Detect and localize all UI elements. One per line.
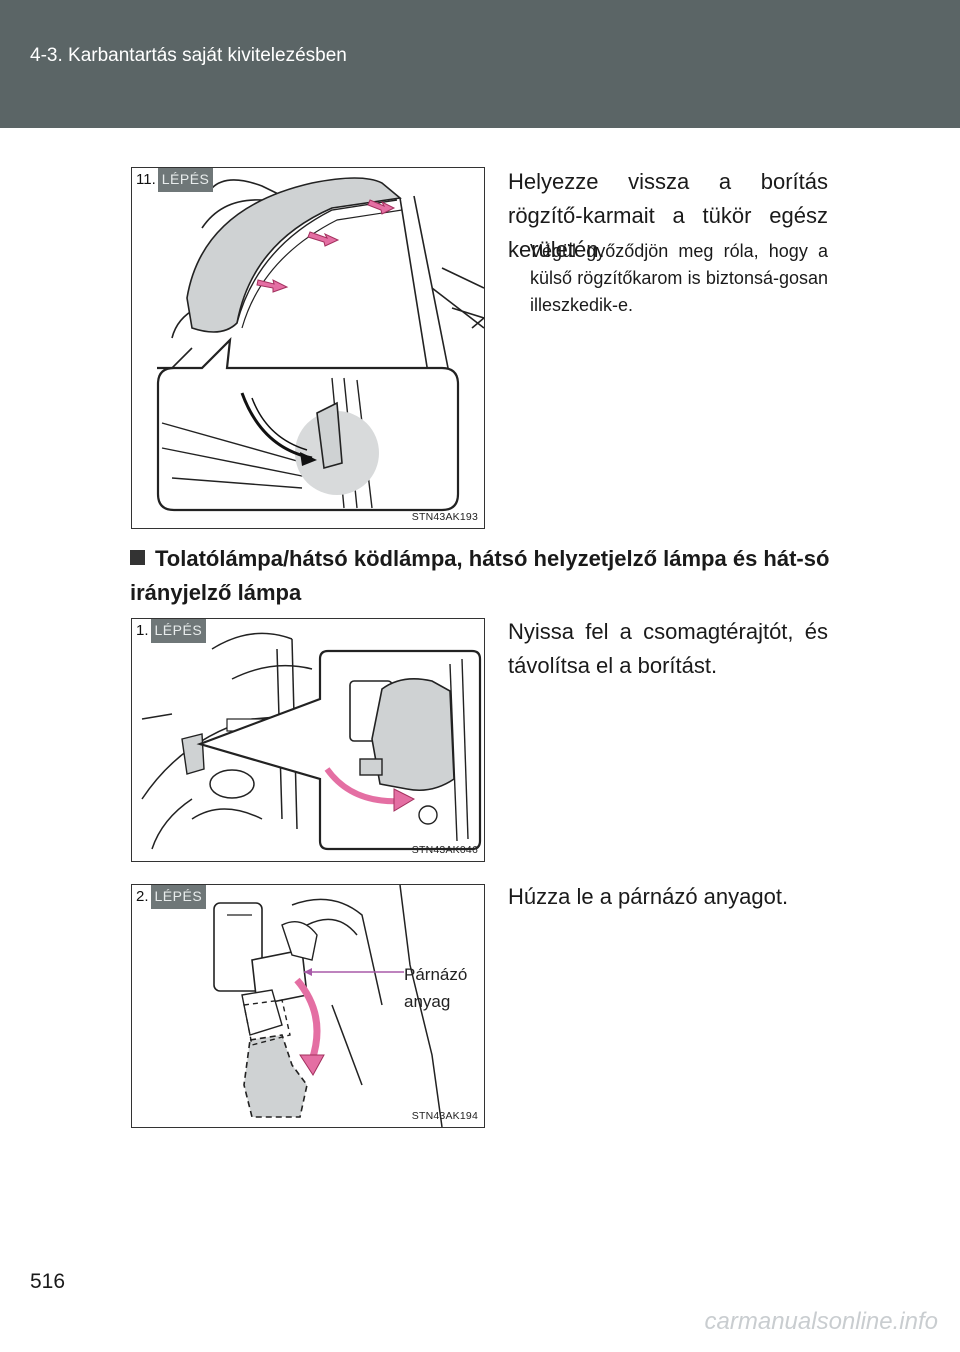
padding-label-line1: Párnázó bbox=[404, 965, 468, 984]
step-number: 11. bbox=[132, 168, 158, 192]
step1-text: Nyissa fel a csomagtérajtót, és távolíts… bbox=[508, 619, 828, 678]
page-number: 516 bbox=[30, 1270, 66, 1293]
figure-mirror-cover: 11. LÉPÉS ST bbox=[131, 167, 485, 529]
step-word: LÉPÉS bbox=[150, 885, 207, 909]
figure-code: STN43AK193 bbox=[411, 511, 478, 523]
figure-code: STN43AK046 bbox=[411, 844, 478, 856]
padding-illustration bbox=[213, 885, 443, 1127]
step-word: LÉPÉS bbox=[150, 619, 207, 643]
step-badge: 11. LÉPÉS bbox=[132, 168, 214, 192]
step-number: 1. bbox=[132, 619, 151, 643]
step-badge: 1. LÉPÉS bbox=[132, 619, 207, 643]
figure-trunk-cover: 1. LÉPÉS STN43AK046 bbox=[131, 618, 485, 862]
watermark: carmanualsonline.info bbox=[704, 1308, 938, 1335]
padding-label: Párnázó anyag bbox=[404, 961, 467, 1015]
trunk-illustration bbox=[141, 632, 482, 851]
mirror-illustration bbox=[156, 177, 484, 512]
step2-text: Húzza le a párnázó anyagot. bbox=[508, 884, 789, 909]
step11-text: Helyezze vissza a borítás rögzítő-karmai… bbox=[508, 169, 828, 262]
step-number: 2. bbox=[132, 885, 151, 909]
padding-label-line2: anyag bbox=[404, 992, 451, 1011]
step11-note: Végül győződjön meg róla, hogy a külső r… bbox=[530, 241, 828, 315]
figure-code: STN43AK194 bbox=[411, 1110, 478, 1122]
header-title: 4-3. Karbantartás saját kivitelezésben bbox=[30, 45, 347, 66]
page-header: 4-3. Karbantartás saját kivitelezésben bbox=[0, 0, 960, 128]
section-square-icon bbox=[130, 550, 145, 565]
step-word: LÉPÉS bbox=[157, 168, 214, 192]
step-badge: 2. LÉPÉS bbox=[132, 885, 207, 909]
section-heading: Tolatólámpa/hátsó ködlámpa, hátsó helyze… bbox=[130, 542, 830, 610]
figure-padding: 2. LÉPÉS Párnázó anyag STN43AK194 bbox=[131, 884, 485, 1128]
section-title: Tolatólámpa/hátsó ködlámpa, hátsó helyze… bbox=[130, 546, 830, 605]
